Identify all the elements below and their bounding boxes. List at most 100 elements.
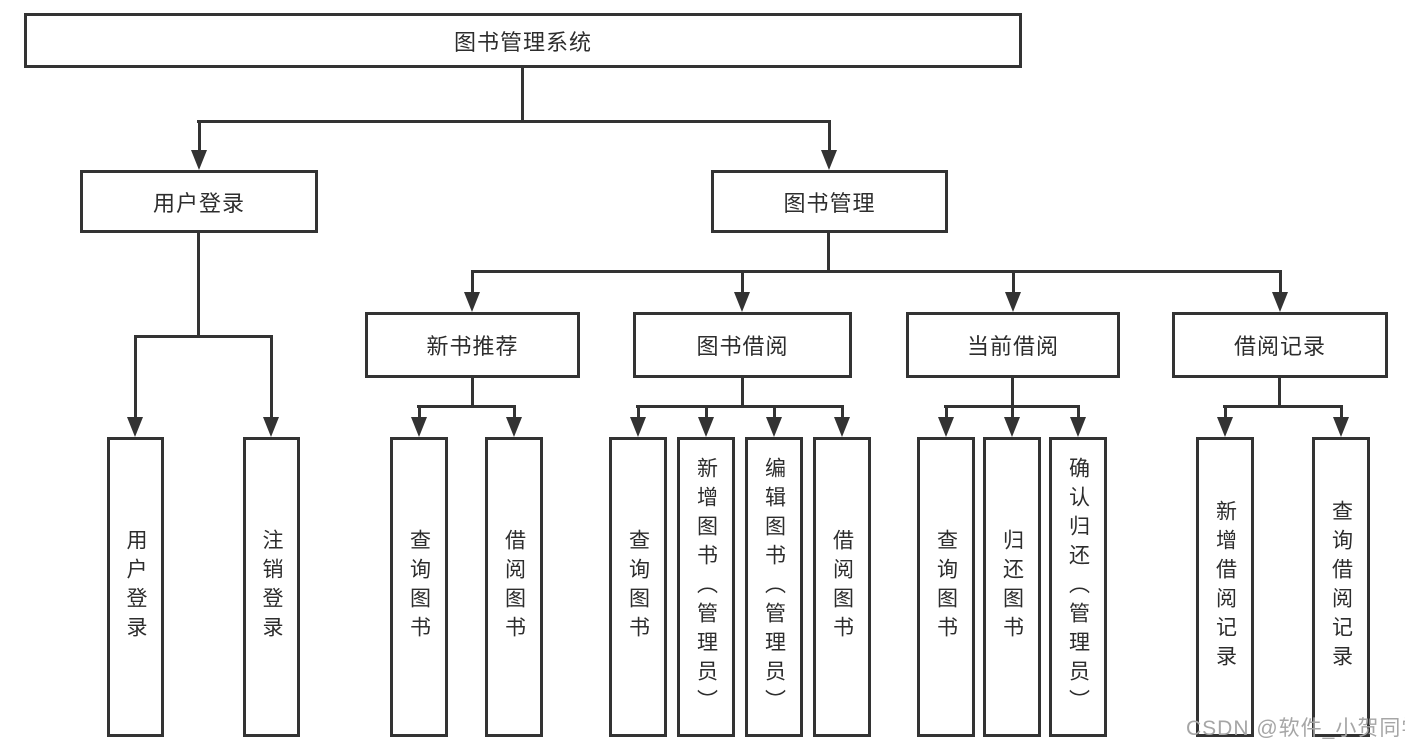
arrowhead-down-icon (734, 292, 750, 312)
connector-drop (1272, 270, 1288, 312)
node-new-book-recommend: 新书推荐 (365, 312, 580, 378)
connector-drop (411, 405, 427, 437)
leaf-newrec-query-books-label: 查询图书 (407, 529, 431, 645)
arrowhead-down-icon (127, 417, 143, 437)
leaf-current-return-books: 归还图书 (983, 437, 1041, 737)
arrowhead-down-icon (1272, 292, 1288, 312)
connector-stem (741, 378, 744, 405)
leaf-current-return-books-label: 归还图书 (1000, 529, 1024, 645)
connector-line (772, 405, 776, 417)
connector-drop (191, 120, 207, 170)
csdn-watermark: CSDN @软件_小贺同学 (1186, 717, 1405, 740)
connector-line (1278, 270, 1282, 292)
connector-hline (471, 270, 1281, 273)
node-borrow-records-label: 借阅记录 (1233, 334, 1326, 359)
connector-line (417, 405, 421, 417)
node-current-borrow-label: 当前借阅 (966, 334, 1059, 359)
leaf-logout: 注销登录 (243, 437, 300, 737)
connector-hline (417, 405, 516, 408)
leaf-current-query-books-label: 查询图书 (934, 529, 958, 645)
connector-stem (197, 233, 200, 335)
leaf-newrec-borrow-books: 借阅图书 (485, 437, 543, 737)
node-new-book-recommend-label: 新书推荐 (426, 334, 519, 359)
connector-hline (1223, 405, 1343, 408)
node-book-borrow-label: 图书借阅 (696, 334, 789, 359)
leaf-user-login-label: 用户登录 (124, 529, 147, 645)
connector-drop (127, 335, 143, 437)
connector-drop (630, 405, 646, 437)
leaf-borrow-borrow-books-label: 借阅图书 (830, 529, 854, 645)
leaf-borrow-add-books-admin: 新增图书（管理员） (677, 437, 735, 737)
connector-line (512, 405, 516, 417)
node-current-borrow: 当前借阅 (906, 312, 1120, 378)
connector-line (944, 405, 948, 417)
leaf-borrow-borrow-books: 借阅图书 (813, 437, 871, 737)
leaf-records-add: 新增借阅记录 (1196, 437, 1254, 737)
leaf-current-confirm-return-admin-label: 确认归还（管理员） (1066, 456, 1090, 718)
connector-drop (506, 405, 522, 437)
arrowhead-down-icon (698, 417, 714, 437)
leaf-newrec-borrow-books-label: 借阅图书 (502, 529, 526, 645)
node-book-borrow: 图书借阅 (633, 312, 852, 378)
leaf-user-login: 用户登录 (107, 437, 164, 737)
connector-line (197, 120, 201, 150)
arrowhead-down-icon (1004, 417, 1020, 437)
node-book-management: 图书管理 (711, 170, 948, 233)
leaf-logout-label: 注销登录 (260, 529, 283, 645)
connector-line (636, 405, 640, 417)
leaf-newrec-query-books: 查询图书 (390, 437, 448, 737)
connector-drop (1333, 405, 1349, 437)
leaf-borrow-query-books: 查询图书 (609, 437, 667, 737)
arrowhead-down-icon (506, 417, 522, 437)
connector-line (1223, 405, 1227, 417)
node-borrow-records: 借阅记录 (1172, 312, 1388, 378)
leaf-borrow-query-books-label: 查询图书 (626, 529, 650, 645)
connector-line (740, 270, 744, 292)
arrowhead-down-icon (1333, 417, 1349, 437)
connector-drop (1004, 405, 1020, 437)
connector-line (704, 405, 708, 417)
connector-stem (827, 233, 830, 270)
connector-drop (938, 405, 954, 437)
connector-line (470, 270, 474, 292)
leaf-current-confirm-return-admin: 确认归还（管理员） (1049, 437, 1107, 737)
leaf-current-query-books: 查询图书 (917, 437, 975, 737)
arrowhead-down-icon (263, 417, 279, 437)
arrowhead-down-icon (766, 417, 782, 437)
arrowhead-down-icon (821, 150, 837, 170)
connector-hline (197, 120, 831, 123)
node-user-login-label: 用户登录 (152, 190, 245, 216)
arrowhead-down-icon (834, 417, 850, 437)
node-book-management-label: 图书管理 (783, 190, 876, 216)
connector-line (1011, 270, 1015, 292)
arrowhead-down-icon (411, 417, 427, 437)
leaf-records-query-label: 查询借阅记录 (1329, 500, 1353, 674)
leaf-borrow-add-books-admin-label: 新增图书（管理员） (694, 456, 718, 718)
connector-drop (263, 335, 279, 437)
connector-drop (834, 405, 850, 437)
leaf-borrow-edit-books-admin-label: 编辑图书（管理员） (762, 456, 786, 718)
connector-drop (698, 405, 714, 437)
connector-drop (1070, 405, 1086, 437)
connector-line (827, 120, 831, 150)
connector-line (1076, 405, 1080, 417)
connector-drop (464, 270, 480, 312)
arrowhead-down-icon (464, 292, 480, 312)
connector-drop (1217, 405, 1233, 437)
connector-hline (636, 405, 844, 408)
connector-line (133, 335, 137, 417)
connector-line (840, 405, 844, 417)
connector-drop (766, 405, 782, 437)
node-root: 图书管理系统 (24, 13, 1022, 68)
node-root-label: 图书管理系统 (453, 29, 592, 55)
connector-stem (1011, 378, 1014, 405)
arrowhead-down-icon (191, 150, 207, 170)
connector-line (1010, 405, 1014, 417)
connector-stem (471, 378, 474, 405)
connector-drop (1005, 270, 1021, 312)
connector-drop (821, 120, 837, 170)
arrowhead-down-icon (938, 417, 954, 437)
arrowhead-down-icon (1217, 417, 1233, 437)
connector-stem (521, 68, 524, 120)
